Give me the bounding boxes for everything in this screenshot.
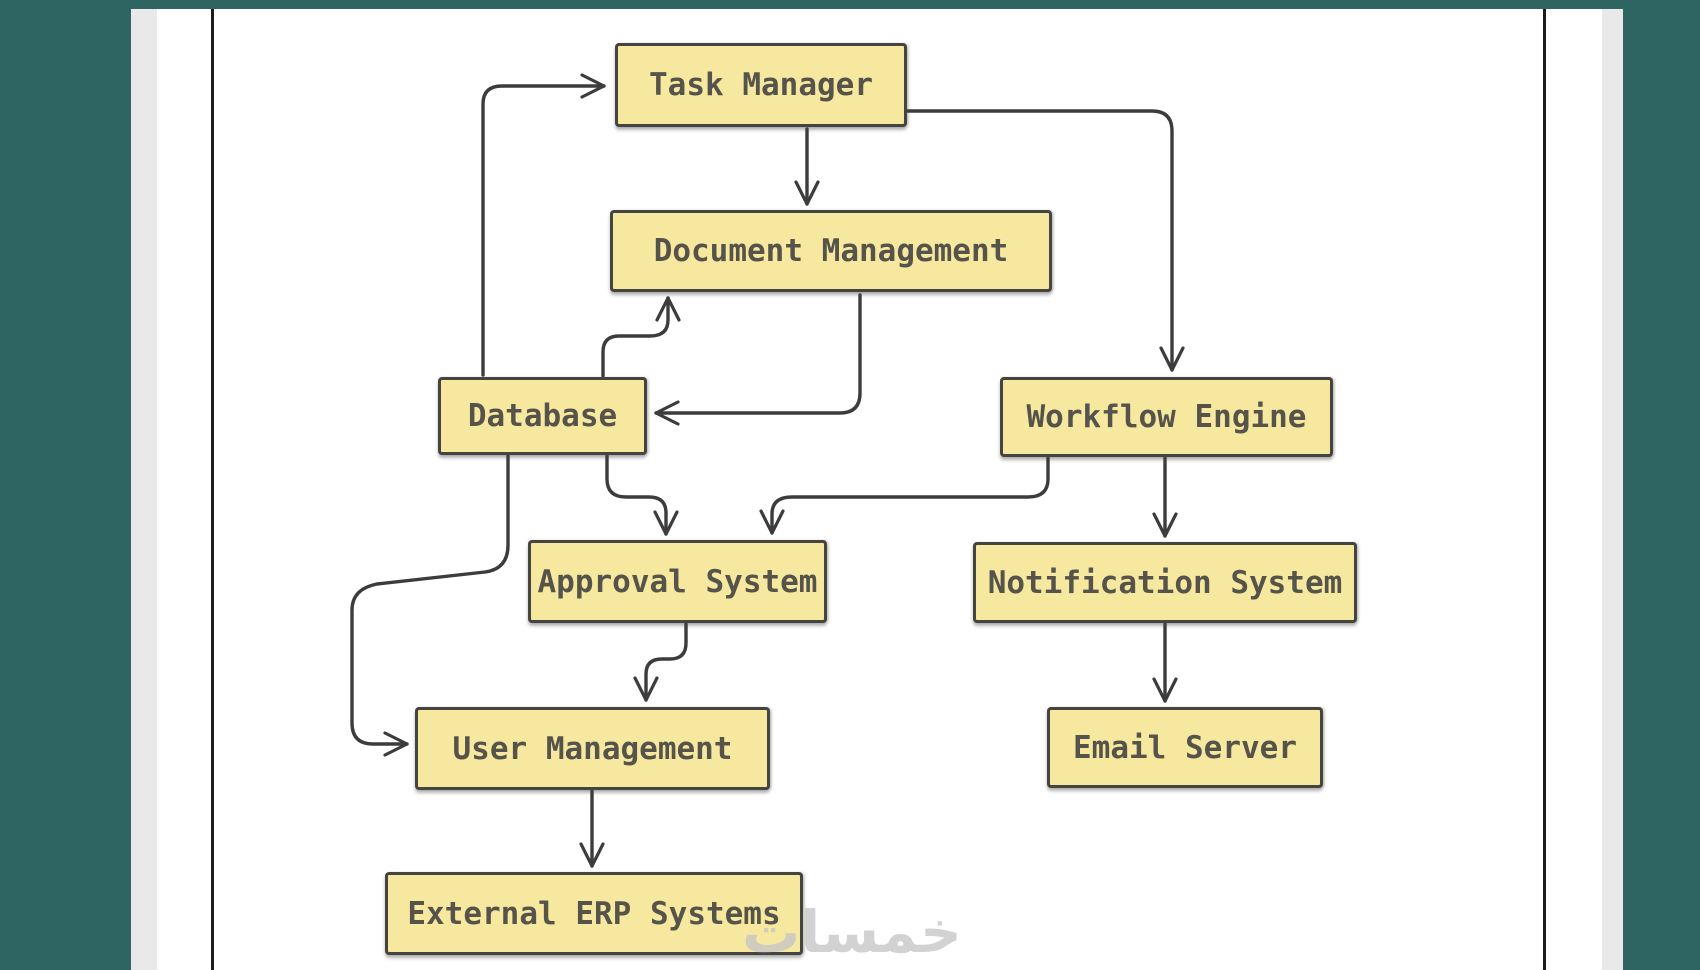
left-teal-band — [0, 0, 131, 970]
right-teal-band — [1623, 0, 1700, 970]
edge-database-to-task-manager — [481, 73, 606, 377]
edge-database-to-approval-system — [605, 454, 679, 536]
page-border-line-right — [1543, 9, 1546, 970]
edge-database-to-user-management — [350, 454, 510, 757]
edge-workflow-engine-to-approval-system — [759, 456, 1050, 535]
edge-approval-system-to-user-management — [633, 622, 688, 702]
page-border-line-left — [211, 9, 214, 970]
left-gray-strip — [131, 0, 157, 970]
top-teal-strip — [0, 0, 1700, 9]
edge-task-manager-to-workflow-engine — [906, 109, 1185, 372]
edge-document-management-to-database — [654, 293, 862, 426]
right-gray-strip — [1602, 0, 1623, 970]
edge-database-to-document-management — [601, 296, 681, 378]
